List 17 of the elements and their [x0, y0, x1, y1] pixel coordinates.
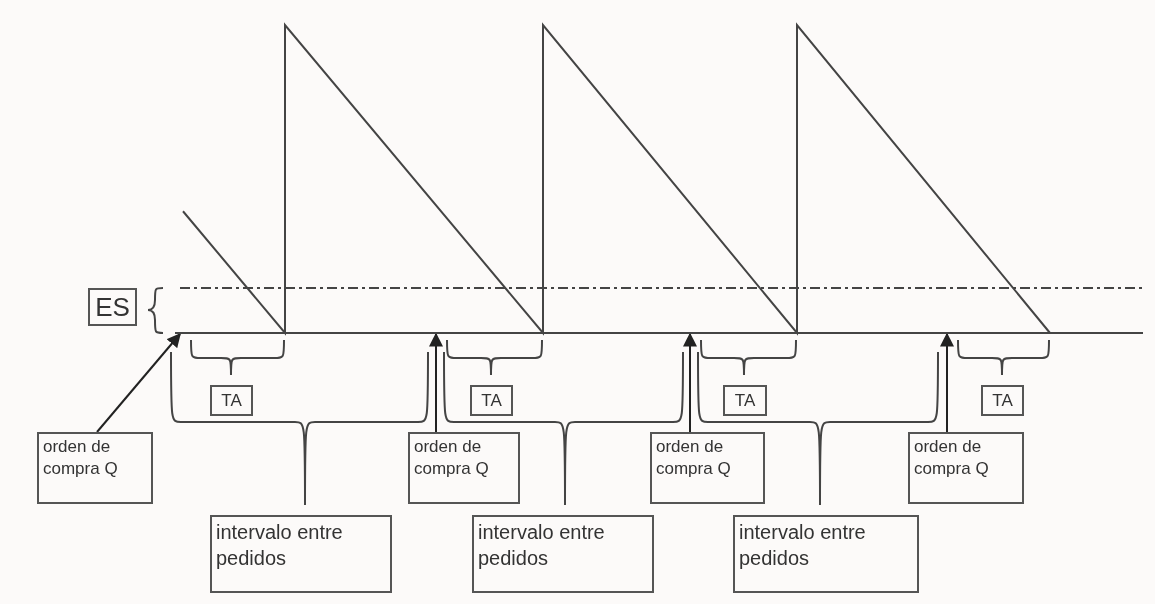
- text-box: orden de compra Q: [650, 432, 765, 504]
- text-box: orden de compra Q: [908, 432, 1024, 504]
- text-box: intervalo entre pedidos: [733, 515, 919, 593]
- text-box: intervalo entre pedidos: [210, 515, 392, 593]
- text-box: TA: [981, 385, 1024, 416]
- baseline: [175, 332, 1143, 334]
- text-box: TA: [723, 385, 767, 416]
- text-box: TA: [470, 385, 513, 416]
- text-box: orden de compra Q: [37, 432, 153, 504]
- text-box: orden de compra Q: [408, 432, 520, 504]
- arrow: [429, 332, 443, 433]
- text-box: ES: [88, 288, 137, 326]
- text-box: TA: [210, 385, 253, 416]
- text-box: intervalo entre pedidos: [472, 515, 654, 593]
- arrow: [940, 332, 954, 433]
- arrow: [96, 332, 181, 433]
- arrow: [683, 332, 697, 433]
